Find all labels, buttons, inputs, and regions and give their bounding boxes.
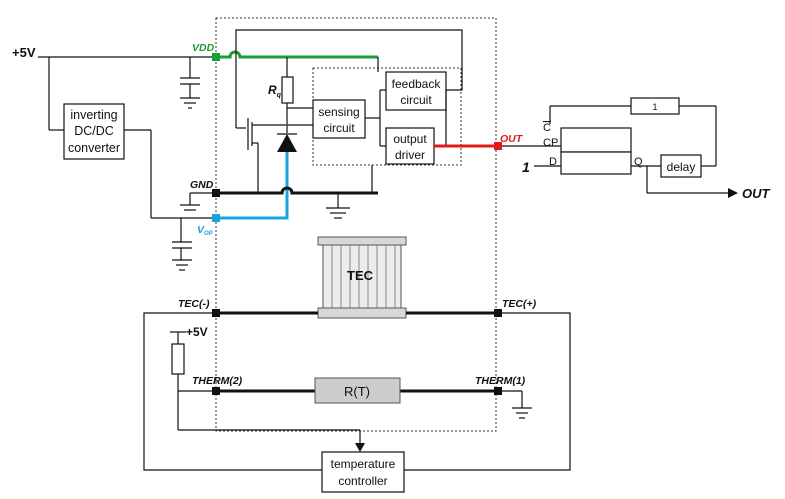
out-pin-label: OUT	[500, 133, 524, 145]
sensing-line-2: circuit	[323, 121, 355, 135]
therm1-label: THERM(1)	[475, 375, 526, 387]
rq-label: Rq	[268, 83, 282, 99]
tec-label: TEC	[347, 268, 374, 283]
feedback-line-2: circuit	[400, 93, 432, 107]
ground-icon	[172, 259, 192, 271]
tec-minus-label: TEC(-)	[178, 298, 210, 310]
vdd-label: VDD	[192, 42, 215, 54]
vdd-terminal	[212, 53, 220, 61]
vop-rail	[216, 152, 289, 220]
resistor-icon	[281, 76, 294, 104]
input-one-label: 1	[522, 159, 530, 175]
temperature-controller-block	[321, 451, 405, 493]
chip-outline	[215, 17, 497, 432]
converter-line-2: DC/DC	[74, 124, 114, 138]
tec-body	[322, 244, 402, 309]
feedback-line-1: feedback	[392, 77, 442, 91]
oneshot-label: 1	[652, 102, 657, 112]
flipflop-cp-block	[560, 127, 632, 153]
final-out-label: OUT	[742, 186, 771, 201]
tec-elements	[331, 245, 396, 308]
rt-label: R(T)	[344, 384, 370, 399]
arrow-icon	[728, 188, 738, 198]
sensing-circuit-block	[312, 99, 366, 139]
temp-controller-line-1: temperature	[331, 457, 396, 471]
converter-line-3: converter	[68, 141, 120, 155]
therm2-label: THERM(2)	[192, 375, 243, 387]
gnd-label: GND	[190, 179, 214, 191]
tec-plus-label: TEC(+)	[502, 298, 537, 310]
ff-q-label: Q	[634, 156, 643, 168]
flipflop-dq-block	[560, 151, 632, 175]
temp-controller-line-2: controller	[338, 474, 387, 488]
transistor-icon	[235, 57, 286, 193]
supply-therm-label: +5V	[186, 325, 208, 339]
tec-plus-terminal	[494, 309, 502, 317]
tec-top-plate	[317, 236, 407, 246]
ff-clear-label: C	[543, 122, 551, 134]
capacitor-icon	[180, 77, 200, 85]
dcdc-converter-block	[63, 103, 125, 160]
vop-terminal	[212, 214, 220, 222]
ground-icon	[180, 97, 200, 109]
out-terminal	[494, 142, 502, 150]
tec-plus-loop-wire	[404, 312, 571, 471]
arrow-icon	[355, 443, 365, 452]
output-driver-line-2: driver	[395, 148, 425, 162]
therm1-terminal	[494, 387, 502, 395]
tec-minus-terminal	[212, 309, 220, 317]
vop-label: VOP	[197, 224, 214, 237]
vdd-rail	[216, 50, 378, 59]
gnd-rail	[216, 186, 378, 195]
delay-label: delay	[667, 160, 696, 174]
converter-line-1: inverting	[70, 108, 117, 122]
gnd-terminal	[212, 189, 220, 197]
ground-icon	[326, 207, 350, 219]
ff-d-label: D	[549, 156, 557, 168]
tec-bottom-plate	[317, 307, 407, 319]
capacitor-icon	[172, 241, 192, 249]
resistor-icon	[171, 343, 185, 375]
ground-icon	[180, 204, 200, 211]
vdd-feedback-loop	[235, 29, 463, 91]
therm2-terminal	[212, 387, 220, 395]
tec-minus-loop-wire	[143, 312, 322, 471]
rt-block	[314, 377, 401, 404]
diode-icon	[277, 133, 297, 152]
ff-cp-label: CP	[543, 137, 558, 149]
sensing-line-1: sensing	[318, 105, 359, 119]
output-driver-line-1: output	[393, 132, 427, 146]
supply-left-label: +5V	[12, 45, 36, 60]
ground-icon	[512, 407, 532, 419]
